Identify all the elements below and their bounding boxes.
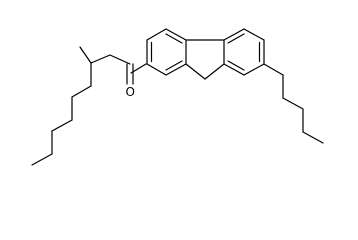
left-ring-bond-5 bbox=[165, 28, 187, 41]
bond-methyl-branch bbox=[79, 46, 92, 64]
fluorene-bridge bbox=[185, 39, 225, 80]
pentyl-chain bbox=[263, 63, 324, 144]
carbonyl-oxygen-label: O bbox=[126, 85, 135, 99]
pentyl-bond-1 bbox=[263, 63, 284, 76]
bridge-left-to-ch2 bbox=[185, 63, 206, 80]
octanoyl-chain: O bbox=[31, 46, 147, 166]
right-ring-bond-6 bbox=[223, 28, 245, 41]
pentyl-bond-3 bbox=[282, 97, 304, 110]
right-ring-bond-2 bbox=[223, 63, 245, 76]
left-ring-double-3 bbox=[165, 33, 183, 44]
bond-hexyl-2 bbox=[71, 85, 92, 98]
chemical-structure-diagram: O bbox=[0, 0, 358, 194]
left-ring-bond-2 bbox=[146, 63, 167, 76]
bond-ch2-to-ch bbox=[90, 54, 111, 64]
right-ring-double-3 bbox=[227, 33, 245, 44]
fluorene-right-ring bbox=[223, 28, 265, 76]
left-ring-bond-3 bbox=[165, 63, 187, 76]
left-ring-bond-6 bbox=[146, 28, 167, 41]
right-ring-double-1 bbox=[227, 60, 245, 71]
bond-hexyl-6 bbox=[31, 153, 53, 166]
right-ring-bond-3 bbox=[243, 63, 265, 76]
bridge-ch2-to-right bbox=[204, 63, 225, 80]
fluorene-left-ring bbox=[146, 28, 187, 76]
pentyl-bond-5 bbox=[302, 131, 324, 144]
bond-carbonyl-to-ch2 bbox=[109, 54, 131, 65]
right-ring-bond-5 bbox=[243, 28, 265, 41]
left-ring-double-2 bbox=[165, 60, 183, 71]
bond-hexyl-4 bbox=[51, 119, 73, 132]
canvas-background bbox=[0, 0, 358, 194]
